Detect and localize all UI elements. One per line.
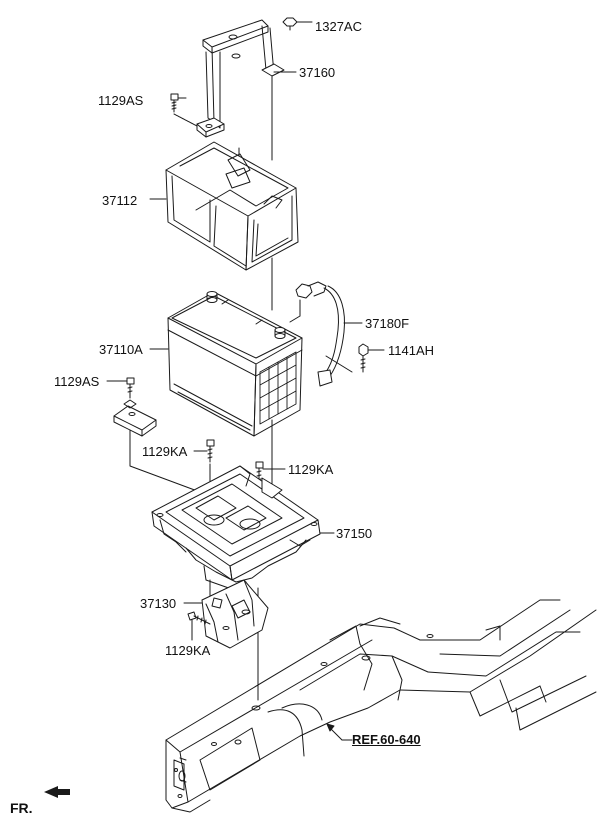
label-37150: 37150 — [336, 526, 373, 541]
bolt-1129AS-mid — [106, 377, 135, 399]
side-member-frame — [165, 599, 597, 813]
label-1129KA-left: 1129KA — [142, 444, 188, 459]
label-37112: 37112 — [102, 193, 138, 208]
battery-bracket — [113, 399, 157, 437]
label-37180F: 37180F — [365, 316, 410, 331]
label-1141AH: 1141AH — [388, 343, 435, 358]
bolt-1129KA-left — [193, 439, 215, 463]
ref-arrow — [326, 723, 353, 741]
label-1327AC: 1327AC — [315, 19, 362, 34]
label-1129AS-mid: 1129AS — [54, 374, 100, 389]
ref-label: REF.60-640 — [352, 732, 421, 747]
battery-clamp — [196, 19, 285, 138]
battery-cable — [289, 281, 345, 387]
leader-bolt-top — [173, 113, 198, 127]
label-1129AS-top: 1129AS — [98, 93, 144, 108]
label-1129KA-bottom: 1129KA — [165, 643, 211, 658]
battery-tray — [151, 465, 321, 593]
front-label: FR. — [10, 800, 33, 816]
leader-cable-bolt — [325, 355, 353, 373]
battery-insulation-pad — [165, 141, 299, 271]
bolt-1129KA-bottom — [187, 611, 211, 641]
bolt-1141AH — [358, 343, 385, 373]
bolt-1129AS-top — [170, 93, 187, 113]
label-37110A: 37110A — [99, 342, 143, 357]
label-37160: 37160 — [299, 65, 336, 80]
label-1129KA-right: 1129KA — [288, 462, 334, 477]
nut-1327AC — [282, 17, 313, 31]
tray-support-bracket — [201, 579, 269, 649]
label-37130: 37130 — [140, 596, 177, 611]
front-arrow-icon — [44, 786, 70, 798]
battery — [167, 291, 303, 437]
leader-bracket — [129, 429, 201, 493]
